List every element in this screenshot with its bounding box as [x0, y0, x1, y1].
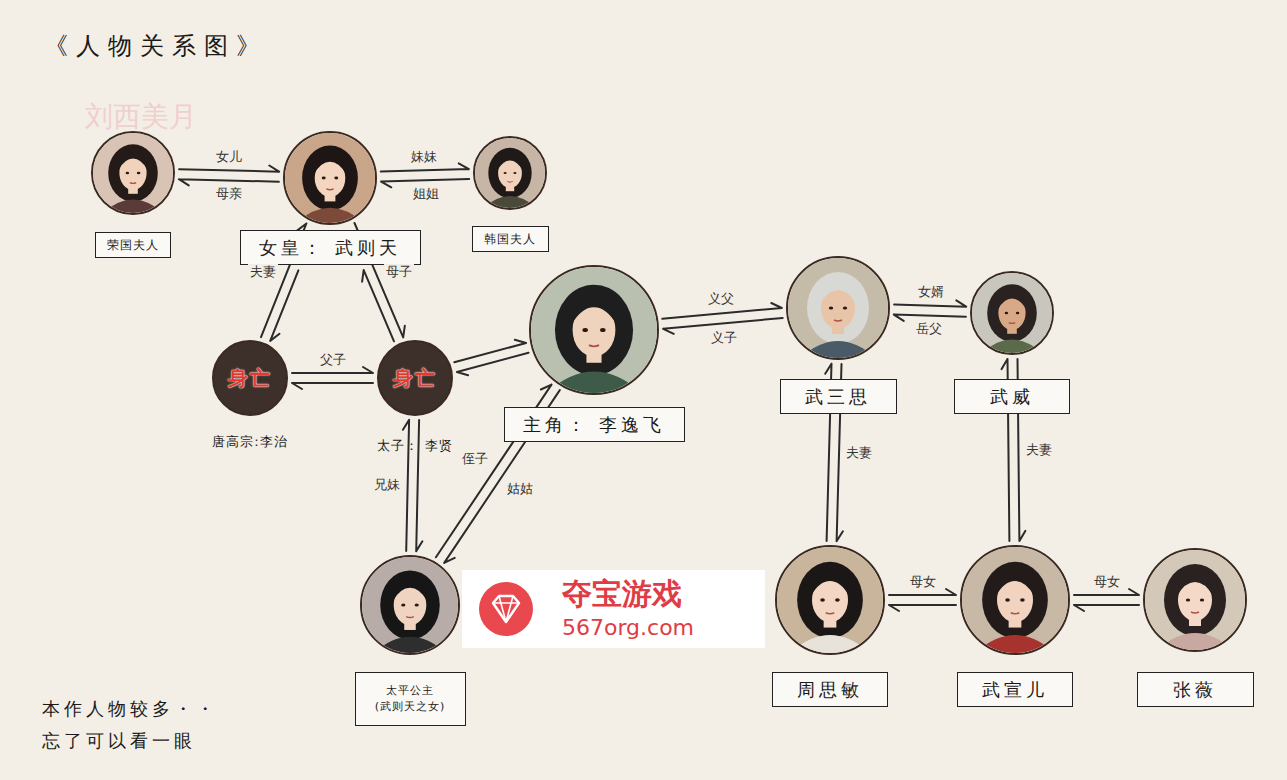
character-node: 武宣儿 [957, 545, 1073, 707]
name-box: 女皇： 武则天 [240, 230, 421, 265]
relation-label: 夫妻 [1024, 442, 1054, 458]
deceased-circle: 身亡 [212, 340, 288, 416]
character-name: 张薇 [1173, 676, 1217, 703]
portrait-circle [960, 545, 1070, 655]
portrait-circle [970, 271, 1054, 355]
relation-arrow [454, 340, 526, 363]
relation-label: 夫妻 [844, 445, 874, 461]
caption-box: 唐高宗:李治 [212, 433, 287, 451]
relation-label: 岳父 [914, 321, 944, 337]
relation-arrow [362, 270, 394, 341]
name-box: 主角： 李逸飞 [504, 407, 685, 442]
relation-arrow [1074, 605, 1139, 611]
character-name: 武三思 [805, 383, 871, 410]
portrait-circle [529, 265, 659, 395]
relation-label: 义父 [706, 291, 736, 307]
relation-label: 夫妻 [248, 264, 278, 280]
relation-label: 母女 [1092, 574, 1122, 590]
character-name: 荣国夫人 [107, 236, 159, 254]
relation-label: 母女 [908, 574, 938, 590]
name-box: 武三思 [780, 379, 897, 414]
name-box: 武威 [954, 379, 1070, 414]
name-box: 荣国夫人 [95, 232, 171, 258]
relation-arrow [179, 166, 279, 172]
character-name: 武威 [990, 383, 1034, 410]
relation-arrow [894, 300, 966, 306]
portrait-illustration [788, 258, 888, 358]
relation-arrow [889, 605, 956, 611]
character-node: 韩国夫人 [472, 136, 549, 252]
portrait-circle [775, 545, 885, 655]
relation-arrow [292, 383, 373, 389]
portrait-illustration [362, 557, 458, 653]
status-text: 身亡 [228, 365, 272, 392]
portrait-circle [473, 136, 547, 210]
character-node: 身亡太子： 李贤 [377, 340, 453, 455]
logo-circle [479, 582, 533, 636]
relation-label: 姐姐 [411, 186, 441, 202]
caption-text: 唐高宗:李治 [212, 433, 287, 451]
logo-diamond [493, 596, 519, 622]
caption-text: 太子： 李贤 [377, 437, 452, 455]
portrait-circle [1143, 548, 1247, 652]
name-box: 武宣儿 [957, 672, 1073, 707]
relation-arrow [894, 315, 966, 321]
portrait-circle [91, 131, 175, 215]
caption-box: 太子： 李贤 [377, 437, 452, 455]
relation-arrow [179, 179, 279, 185]
relation-label: 义子 [709, 330, 739, 346]
name-box: 韩国夫人 [472, 226, 549, 252]
faded-watermark: 刘西美月 [85, 98, 197, 136]
character-node: 太平公主 (武则天之女) [355, 555, 466, 726]
character-node: 周思敏 [772, 545, 888, 707]
portrait-illustration [972, 273, 1052, 353]
character-name: 周思敏 [797, 676, 863, 703]
character-name: 主角： 李逸飞 [523, 411, 665, 438]
logo-diamond-facets [493, 596, 519, 622]
character-node: 武三思 [780, 256, 897, 414]
status-text: 身亡 [393, 365, 437, 392]
portrait-illustration [285, 133, 375, 223]
character-name: 女皇： 武则天 [259, 234, 401, 261]
character-node: 张薇 [1137, 548, 1254, 707]
diagram-title: 《人物关系图》 [44, 30, 268, 62]
watermark-url: 567org.com [562, 614, 694, 642]
deceased-circle: 身亡 [377, 340, 453, 416]
relation-label: 父子 [318, 352, 348, 368]
portrait-illustration [1145, 550, 1245, 650]
character-node: 主角： 李逸飞 [504, 265, 685, 442]
character-node: 荣国夫人 [91, 131, 175, 258]
character-name: 韩国夫人 [484, 230, 536, 248]
relation-label: 母子 [384, 264, 414, 280]
portrait-circle [283, 131, 377, 225]
relation-arrow [270, 270, 298, 341]
portrait-illustration [475, 138, 545, 208]
relation-label: 女婿 [916, 284, 946, 300]
watermark-text: 夺宝游戏 [562, 576, 682, 612]
character-node: 女皇： 武则天 [240, 131, 421, 265]
name-box: 周思敏 [772, 672, 888, 707]
portrait-illustration [777, 547, 883, 653]
portrait-illustration [531, 267, 657, 393]
relation-label: 女儿 [214, 149, 244, 165]
relation-label: 妹妹 [409, 149, 439, 165]
portrait-illustration [93, 133, 173, 213]
relation-arrow [457, 353, 529, 376]
character-node: 武威 [954, 271, 1070, 414]
portrait-circle [360, 555, 460, 655]
character-name: 太平公主 (武则天之女) [362, 683, 459, 716]
relation-label: 侄子 [460, 451, 490, 467]
relation-label: 姑姑 [505, 481, 535, 497]
character-node: 身亡唐高宗:李治 [212, 340, 288, 451]
character-name: 武宣儿 [982, 676, 1048, 703]
watermark-box: 夺宝游戏567org.com [462, 570, 765, 648]
name-box: 张薇 [1137, 672, 1254, 707]
name-box: 太平公主 (武则天之女) [355, 672, 466, 726]
portrait-circle [786, 256, 890, 360]
relation-label: 兄妹 [372, 477, 402, 493]
watermark-logo [462, 570, 542, 648]
portrait-illustration [962, 547, 1068, 653]
reader-note: 本作人物较多・・ 忘了可以看一眼 [42, 693, 237, 757]
relation-label: 母亲 [214, 186, 244, 202]
